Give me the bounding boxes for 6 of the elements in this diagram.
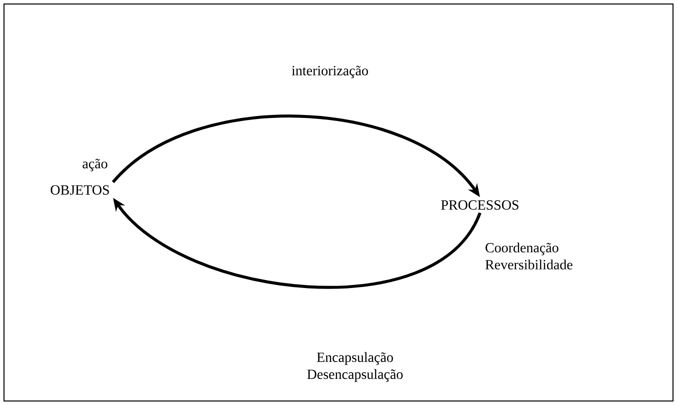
node-label: OBJETOS — [50, 185, 109, 195]
edge-label: interiorização — [292, 66, 368, 78]
side-note: ação — [82, 158, 108, 172]
node-label: PROCESSOS — [441, 200, 518, 210]
edge-label: Encapsulação Desencapsulação — [307, 352, 403, 382]
side-note: Coordenação Reversibilidade — [485, 242, 572, 270]
